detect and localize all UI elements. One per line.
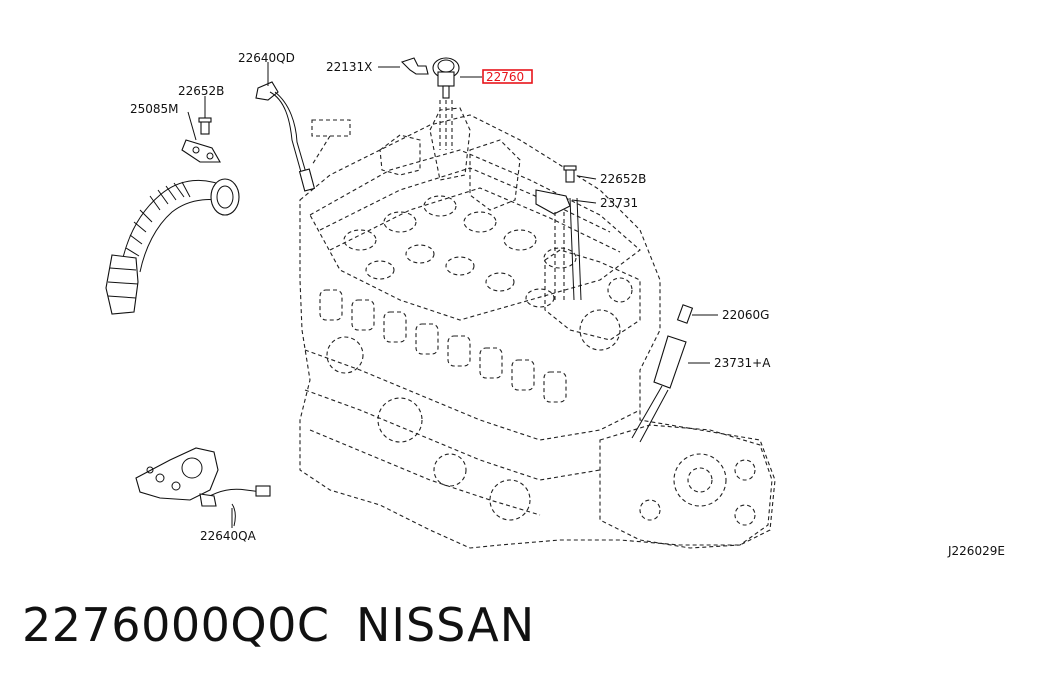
callout-23731A: 23731+A xyxy=(714,356,771,370)
brand-caption: NISSAN xyxy=(356,598,536,652)
sensor-22640QA-drawing xyxy=(135,447,271,527)
callout-22640QA: 22640QA xyxy=(200,529,257,543)
callout-22060G: 22060G xyxy=(722,308,769,322)
leader-lines xyxy=(187,62,718,528)
engine-block-drawing xyxy=(299,107,776,549)
part-number-caption: 2276000Q0C xyxy=(22,598,330,652)
sensor-22640QD-drawing xyxy=(255,81,351,192)
callout-22640QD: 22640QD xyxy=(238,51,295,65)
air-hose-assembly xyxy=(105,117,240,315)
callout-22652B-right: 22652B xyxy=(600,172,646,186)
diagram-code: J226029E xyxy=(947,544,1005,558)
callout-22652B-left: 22652B xyxy=(178,84,224,98)
callout-25085M: 25085M xyxy=(130,102,179,116)
callout-23731: 23731 xyxy=(600,196,638,210)
callout-labels: 22640QD 22131X 22760 22652B 25085M 22652… xyxy=(130,51,1005,558)
highlight-box-22760 xyxy=(482,69,533,84)
injector-23731-drawing xyxy=(535,165,582,301)
injector-23731A-drawing xyxy=(631,304,694,443)
callout-22760[interactable]: 22760 xyxy=(486,70,524,84)
sensor-22760-drawing xyxy=(400,57,460,150)
callout-22131X: 22131X xyxy=(326,60,372,74)
